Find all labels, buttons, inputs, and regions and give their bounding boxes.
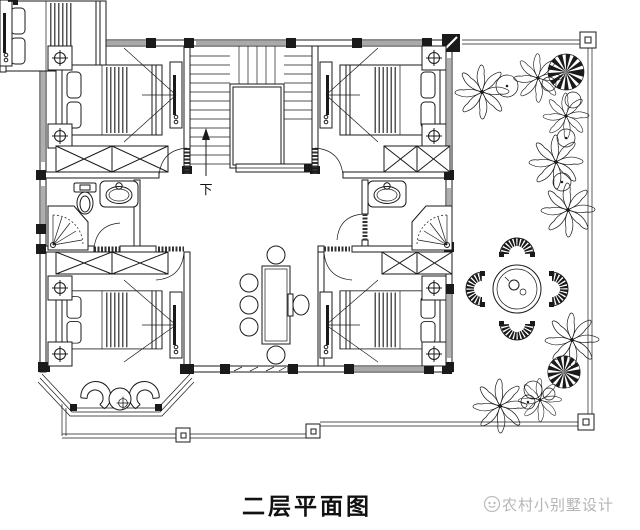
- nightstand-lamp: [421, 275, 447, 301]
- railing-post: [305, 423, 321, 439]
- tv-sight-lines: [123, 47, 177, 143]
- nightstand-lamp: [47, 123, 73, 149]
- railing-post: [579, 31, 597, 49]
- plants: [454, 53, 600, 434]
- armchair: [287, 293, 310, 317]
- toilet: [73, 182, 97, 215]
- bedroom-bottom-right: [320, 246, 453, 367]
- wardrobe: [55, 145, 169, 173]
- bedroom-top-right: [312, 45, 451, 177]
- door-swing: [312, 147, 344, 177]
- door-swing: [323, 246, 353, 281]
- round-tea-table: [108, 387, 132, 411]
- washbasin: [99, 180, 139, 208]
- round-trees: [547, 53, 585, 389]
- round-table: [492, 264, 542, 314]
- door-swing: [155, 246, 185, 281]
- watermark-text: 农村小别墅设计: [502, 497, 614, 514]
- railing-post: [577, 413, 595, 431]
- railing-post: [175, 427, 191, 443]
- nightstand-lamp: [421, 341, 447, 367]
- stair-void: [229, 83, 285, 169]
- tv-sight-lines: [325, 279, 379, 363]
- corner-pilaster: [442, 34, 460, 52]
- wicker-seating: [7, 0, 568, 340]
- wardrobe: [383, 145, 451, 173]
- hall-table-set: [239, 245, 310, 365]
- balcony-sliding-door: [227, 365, 289, 373]
- plan-title: 二层平面图: [242, 494, 372, 519]
- bathroom-left: [47, 180, 139, 252]
- balcony-railing: [61, 404, 580, 443]
- door-swing: [158, 147, 190, 177]
- lounge-chair: [80, 380, 112, 410]
- watermark-logo-icon: [483, 495, 501, 513]
- wardrobe: [55, 251, 169, 275]
- bay-window: [37, 373, 195, 417]
- washbasin: [367, 180, 407, 208]
- stair-down-arrow: [202, 128, 210, 176]
- bathroom-right: [336, 180, 453, 251]
- nightstand-lamp: [47, 275, 73, 301]
- nightstand-lamp: [47, 341, 73, 367]
- bushes: [495, 74, 582, 410]
- corner-shower: [411, 205, 453, 251]
- door-swing: [336, 213, 368, 241]
- wardrobe: [381, 251, 453, 275]
- tv-sight-lines: [123, 279, 177, 363]
- door-swing: [93, 222, 121, 252]
- bedroom-top-left: [47, 45, 190, 177]
- nightstand-lamp: [421, 123, 447, 149]
- corner-shower: [47, 205, 89, 251]
- terrace-railing: [462, 39, 593, 414]
- nightstand-lamp: [421, 45, 447, 71]
- bedroom-bottom-left: [47, 246, 185, 367]
- nightstand-lamp: [47, 45, 73, 71]
- tv-sight-lines: [325, 47, 379, 143]
- staircase: 下: [190, 46, 313, 197]
- watermark: 农村小别墅设计: [483, 495, 614, 514]
- terrace: [7, 0, 600, 434]
- stair-down-label: 下: [199, 182, 212, 197]
